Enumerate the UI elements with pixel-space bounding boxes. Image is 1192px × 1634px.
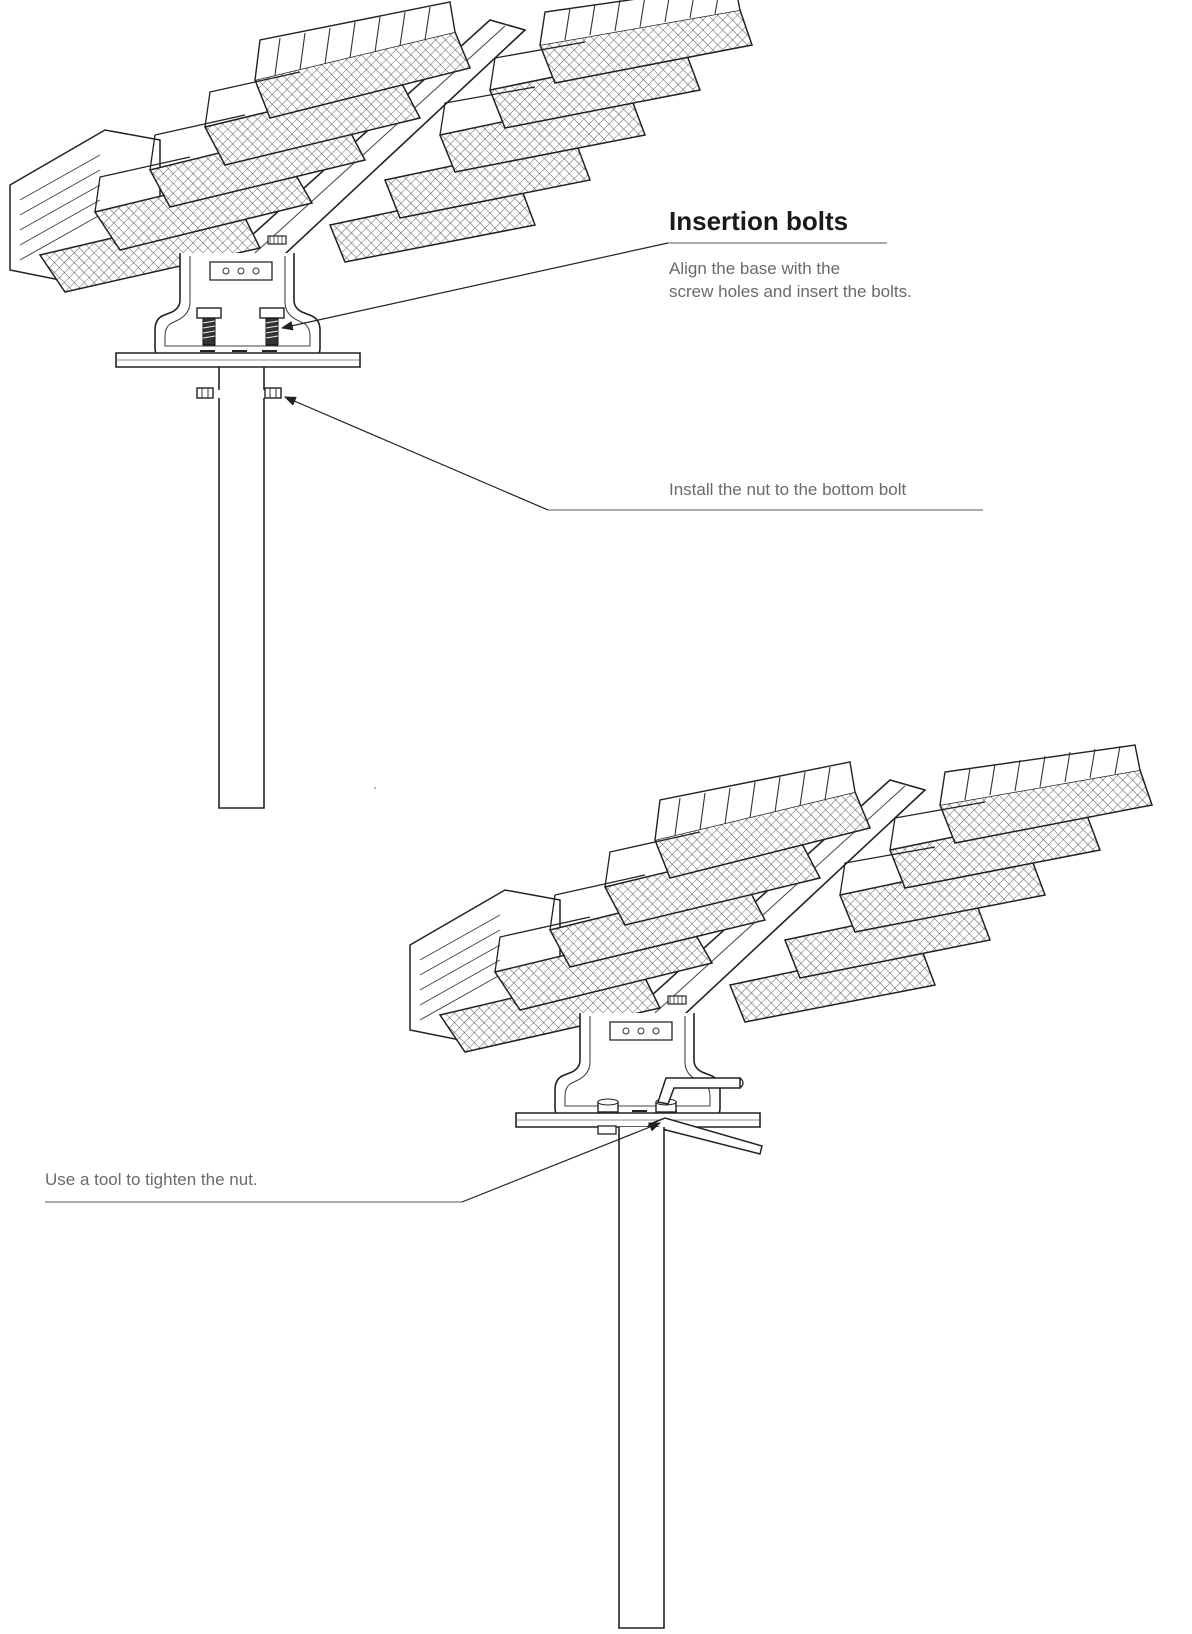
leader-install-nut [283, 396, 983, 511]
hex-key-tool [657, 1077, 744, 1105]
leader-insertion-bolts [280, 242, 887, 331]
nut-under-plate [597, 1125, 617, 1135]
leader-tighten-nut [45, 1122, 662, 1203]
insertion-bolts-instruction-line1: Align the base with the [669, 259, 841, 278]
bottom-floodlight-assembly [409, 744, 1153, 1629]
pole-top [218, 367, 265, 809]
insertion-bolts-instruction-line2: screw holes and insert the bolts. [669, 282, 912, 301]
pole-bottom [618, 1127, 665, 1629]
insertion-bolt-right [259, 307, 285, 346]
top-floodlight-assembly [9, 0, 753, 809]
tightened-nut-left [597, 1098, 619, 1113]
nut-right [264, 387, 282, 399]
tighten-nut-instruction: Use a tool to tighten the nut. [45, 1170, 258, 1189]
stray-dot [374, 787, 376, 789]
install-nut-instruction: Install the nut to the bottom bolt [669, 480, 907, 499]
insertion-bolts-title: Insertion bolts [669, 206, 849, 236]
insertion-bolt-left [196, 307, 222, 346]
nut-left [196, 387, 214, 399]
